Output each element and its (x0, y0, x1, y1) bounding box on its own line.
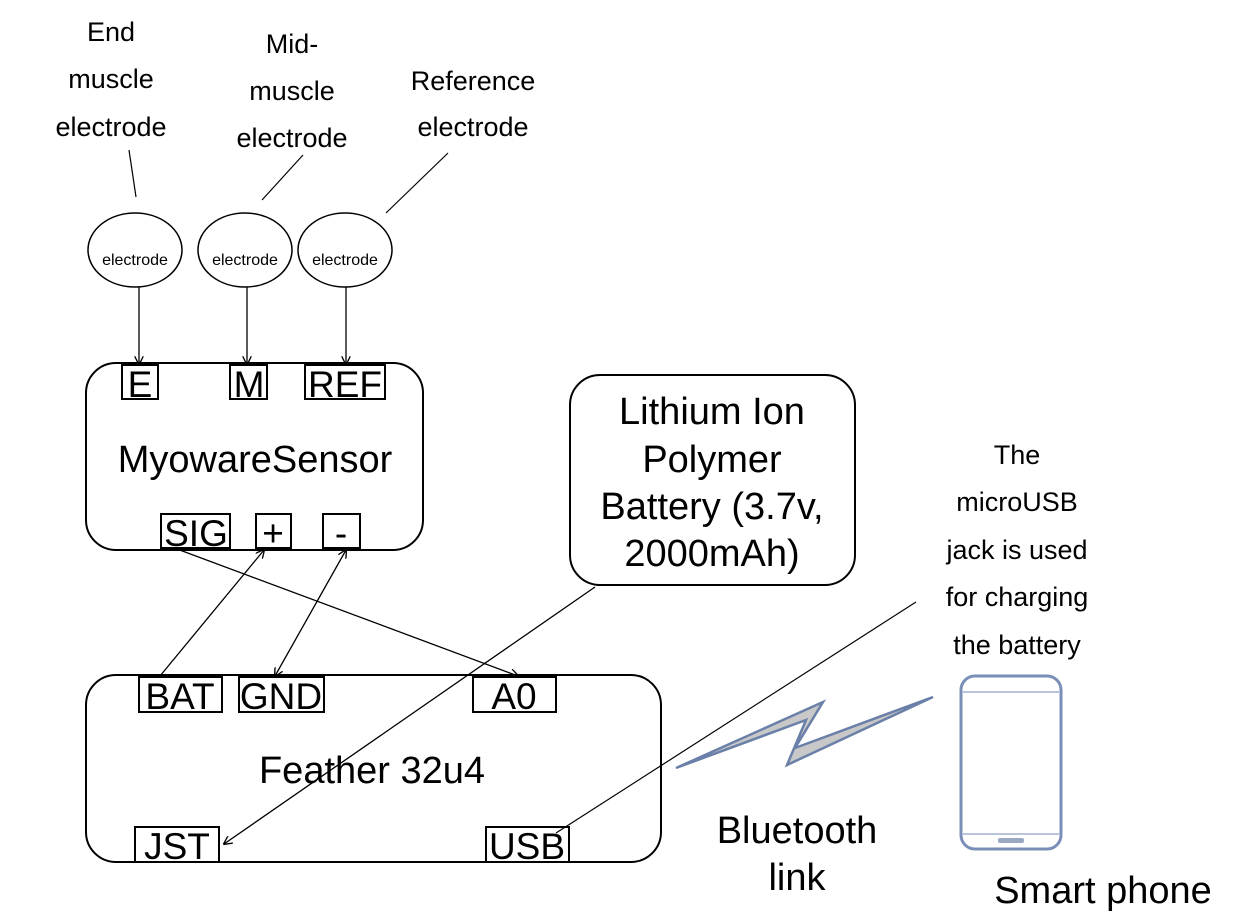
pin-ref-box (304, 364, 386, 400)
note-line: for charging (946, 582, 1089, 612)
feather-title: Feather 32u4 (259, 750, 485, 792)
gnd-to-minus-wire (275, 550, 346, 676)
reference-electrode-label: Reference electrode (411, 66, 536, 142)
electrode-circle (87, 212, 183, 288)
pin-e-box (121, 364, 159, 400)
myoware-outline (85, 362, 424, 551)
electrode-label: electrode (102, 252, 168, 269)
electrode-label: electrode (312, 252, 378, 269)
smart-phone-label: Smart phone (994, 870, 1212, 912)
pin-m-box (229, 364, 268, 400)
bluetooth-line: Bluetooth (717, 810, 878, 852)
label-line: electrode (55, 112, 166, 142)
electrode-end: electrode (87, 212, 183, 288)
pin-jst: JST (144, 826, 210, 867)
leader-line (261, 154, 304, 201)
pin-usb-box (485, 826, 570, 863)
bat-to-plus-wire (159, 550, 264, 677)
usb-charging-note: The microUSB jack is used for charging t… (945, 440, 1088, 660)
label-line: Reference (411, 66, 536, 96)
pin-minus: - (335, 513, 347, 554)
pin-usb: USB (489, 826, 565, 867)
electrode-label: electrode (212, 252, 278, 269)
battery-to-jst-wire (224, 586, 596, 844)
electrode-circle (197, 212, 293, 288)
battery-line: Polymer (642, 439, 782, 481)
myoware-title: MyowareSensor (118, 439, 393, 481)
feather-outline (85, 674, 662, 863)
note-line: microUSB (956, 487, 1078, 517)
leader-line (385, 152, 449, 214)
pin-jst-box (134, 826, 220, 863)
pin-sig: SIG (164, 513, 228, 554)
label-line: electrode (236, 123, 347, 153)
electrode-mid: electrode (197, 212, 293, 288)
pin-ref: REF (308, 364, 382, 405)
pin-e: E (128, 364, 153, 405)
myoware-sensor-box: MyowareSensor E M REF SIG + - (85, 362, 424, 554)
note-line: jack is used (945, 535, 1087, 565)
note-line: The (994, 440, 1041, 470)
usb-note-leader-line (555, 601, 917, 834)
battery-line: Battery (3.7v, (600, 486, 823, 528)
pin-m: M (234, 364, 265, 405)
battery-outline (569, 374, 856, 586)
phone-home-button (998, 838, 1024, 843)
pin-bat: BAT (145, 676, 214, 717)
electrode-circle (297, 212, 393, 288)
bluetooth-label: Bluetooth link (717, 810, 878, 899)
electrode-reference: electrode (297, 212, 393, 288)
battery-line: Lithium Ion (619, 391, 805, 433)
mid-muscle-electrode-label: Mid- muscle electrode (236, 29, 347, 153)
sig-to-a0-wire (176, 548, 518, 676)
pin-plus: + (262, 513, 284, 554)
label-line: End (87, 17, 135, 47)
pin-bat-box (138, 676, 223, 713)
bluetooth-line: link (768, 857, 826, 899)
pin-sig-box (160, 513, 231, 549)
note-line: the battery (953, 630, 1081, 660)
battery-box: Lithium Ion Polymer Battery (3.7v, 2000m… (569, 374, 856, 586)
leader-line (128, 149, 137, 198)
bluetooth-lightning-icon (675, 695, 934, 770)
label-line: muscle (249, 76, 335, 106)
phone-body (959, 674, 1063, 851)
feather-box: Feather 32u4 BAT GND A0 JST USB (85, 674, 662, 867)
end-muscle-electrode-label: End muscle electrode (55, 17, 166, 142)
battery-line: 2000mAh) (624, 533, 799, 575)
smart-phone-icon (959, 674, 1063, 851)
pin-a0: A0 (491, 676, 536, 717)
pin-plus-box (255, 513, 292, 549)
label-line: electrode (417, 112, 528, 142)
label-line: muscle (68, 64, 154, 94)
pin-gnd: GND (240, 676, 322, 717)
label-line: Mid- (266, 29, 319, 59)
